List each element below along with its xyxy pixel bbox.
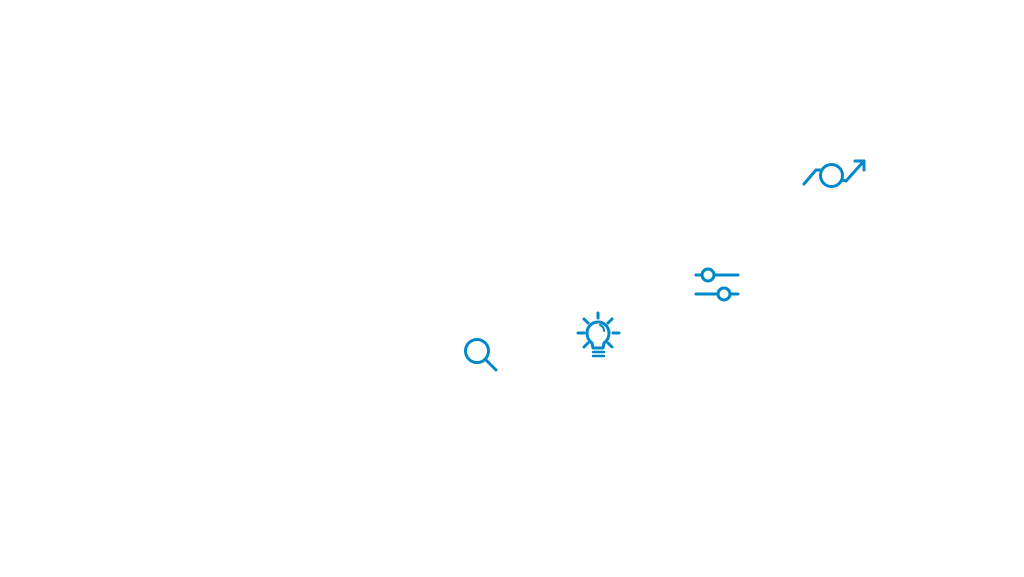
trend-up-icon[interactable] (802, 159, 866, 188)
search-icon[interactable] (464, 338, 498, 372)
sliders-icon[interactable] (694, 267, 740, 302)
lightbulb-icon[interactable] (576, 311, 621, 358)
